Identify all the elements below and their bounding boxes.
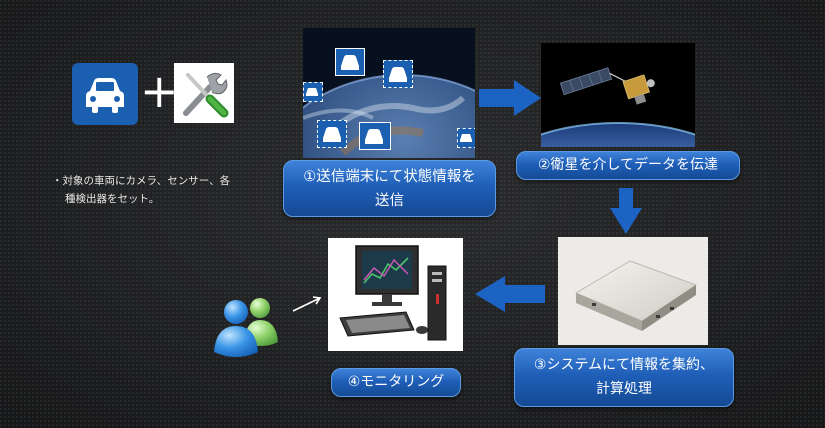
step3-line1: ③システムにて情報を集約、	[533, 357, 715, 373]
satellite-icon	[541, 43, 695, 147]
step4-label: ④モニタリング	[347, 374, 445, 390]
arrow-step3-to-step4	[475, 276, 545, 312]
satellite-image	[541, 43, 695, 147]
step1-line2: 送信	[375, 193, 404, 209]
users-icon	[214, 298, 278, 357]
arrow-step2-to-step3	[610, 188, 642, 234]
arrow-step1-to-step2	[479, 80, 541, 116]
step2-label: ②衛星を介してデータを伝達	[537, 157, 719, 173]
monitoring-computer-image	[328, 238, 463, 351]
tools-icon-tile	[174, 63, 234, 123]
computer-icon	[328, 238, 463, 351]
car-icon	[72, 63, 138, 125]
earth-vehicles-image	[303, 28, 475, 158]
step1-callout: ①送信端末にて状態情報を 送信	[283, 160, 496, 217]
step1-line1: ①送信端末にて状態情報を	[303, 169, 476, 185]
step3-callout: ③システムにて情報を集約、 計算処理	[514, 348, 734, 407]
setup-note-line1: ・対象の車両にカメラ、センサー、各	[52, 175, 231, 187]
setup-note-line2: 種検出器をセット。	[65, 193, 160, 205]
users-icon-wrap	[212, 290, 282, 360]
vehicle-icon-tile	[72, 63, 138, 125]
server-device-image	[558, 237, 708, 345]
setup-note: ・対象の車両にカメラ、センサー、各 種検出器をセット。	[52, 172, 262, 208]
step4-callout: ④モニタリング	[331, 368, 461, 397]
tools-icon	[174, 63, 234, 123]
plus-sign: +	[140, 64, 179, 118]
step3-line2: 計算処理	[596, 381, 652, 397]
arrow-user-to-monitor	[292, 297, 321, 312]
step2-callout: ②衛星を介してデータを伝達	[516, 151, 740, 180]
